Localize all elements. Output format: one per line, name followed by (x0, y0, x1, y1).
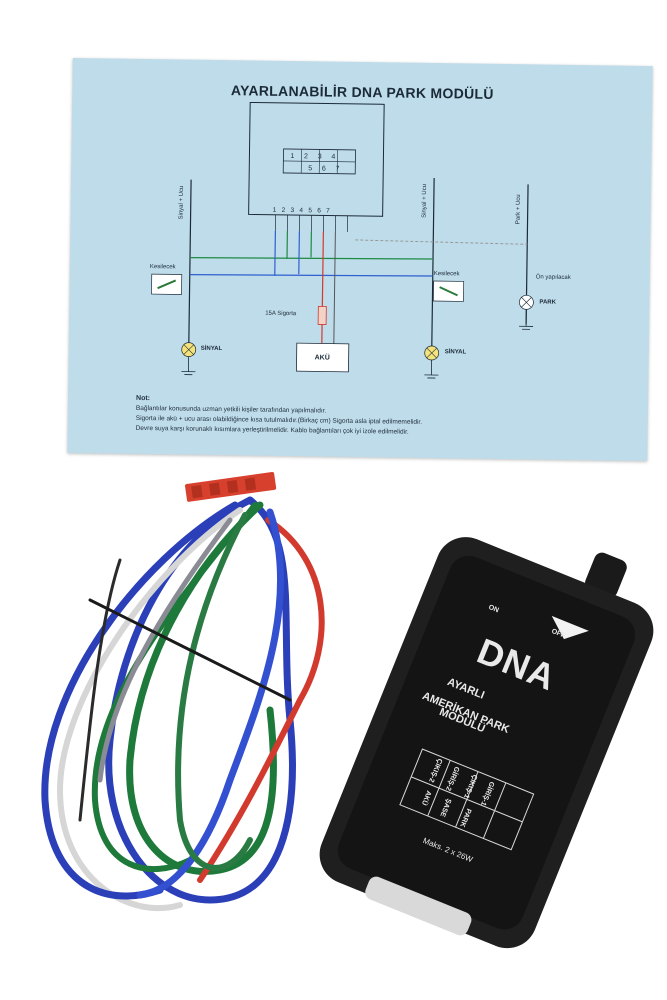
pin-number-row: 1234567 (272, 206, 336, 215)
park-feed-line (355, 239, 528, 245)
park-note: Ön yapılacak (535, 274, 571, 281)
fuse-label: 15A Sigorta (265, 310, 297, 318)
ground-symbols (181, 309, 534, 379)
lamp-park-label: PARK (539, 299, 557, 306)
lamp-left-label: SİNYAL (200, 345, 223, 353)
wire-bundle (41, 496, 325, 912)
left-signal-wire (188, 179, 192, 350)
terminal-row-bottom: 5 6 7 (308, 165, 340, 173)
wiring-diagram (151, 101, 534, 379)
battery-box (296, 342, 350, 373)
pin-table (399, 748, 535, 851)
instruction-card: AYARLANABİLİR DNA PARK MODÜLÜ (67, 57, 653, 462)
terminal-row-top: 1 2 3 4 (290, 153, 336, 161)
lamp-right-label: SİNYAL (444, 349, 467, 356)
park-wire-label: Park + Ucu (515, 194, 522, 225)
notes-block: Not: Bağlantılar konusunda uzman yetkili… (136, 394, 557, 440)
red-battery-wire (321, 231, 324, 344)
pin-leads (275, 214, 348, 232)
park-module (319, 537, 654, 949)
right-signal-wire (431, 178, 435, 354)
ground-wire (333, 231, 336, 344)
battery-label: AKÜ (314, 354, 330, 362)
left-wire-label: Sinyal + Ucu (178, 185, 186, 220)
green-line-left (190, 256, 434, 260)
fuse-symbol (317, 306, 327, 325)
product-photo (41, 471, 654, 949)
switch-triangle-icon (551, 615, 589, 640)
switch-label-right: Kesilecek (433, 271, 460, 278)
module-cable-gland (365, 876, 472, 936)
red-connector (185, 471, 277, 502)
module-knob (585, 552, 627, 598)
module-box (248, 101, 385, 217)
switch-label-left: Kesilecek (149, 264, 176, 271)
right-wire-label: Sinyal + Ucu (421, 183, 429, 218)
blue-line-left (189, 273, 433, 277)
